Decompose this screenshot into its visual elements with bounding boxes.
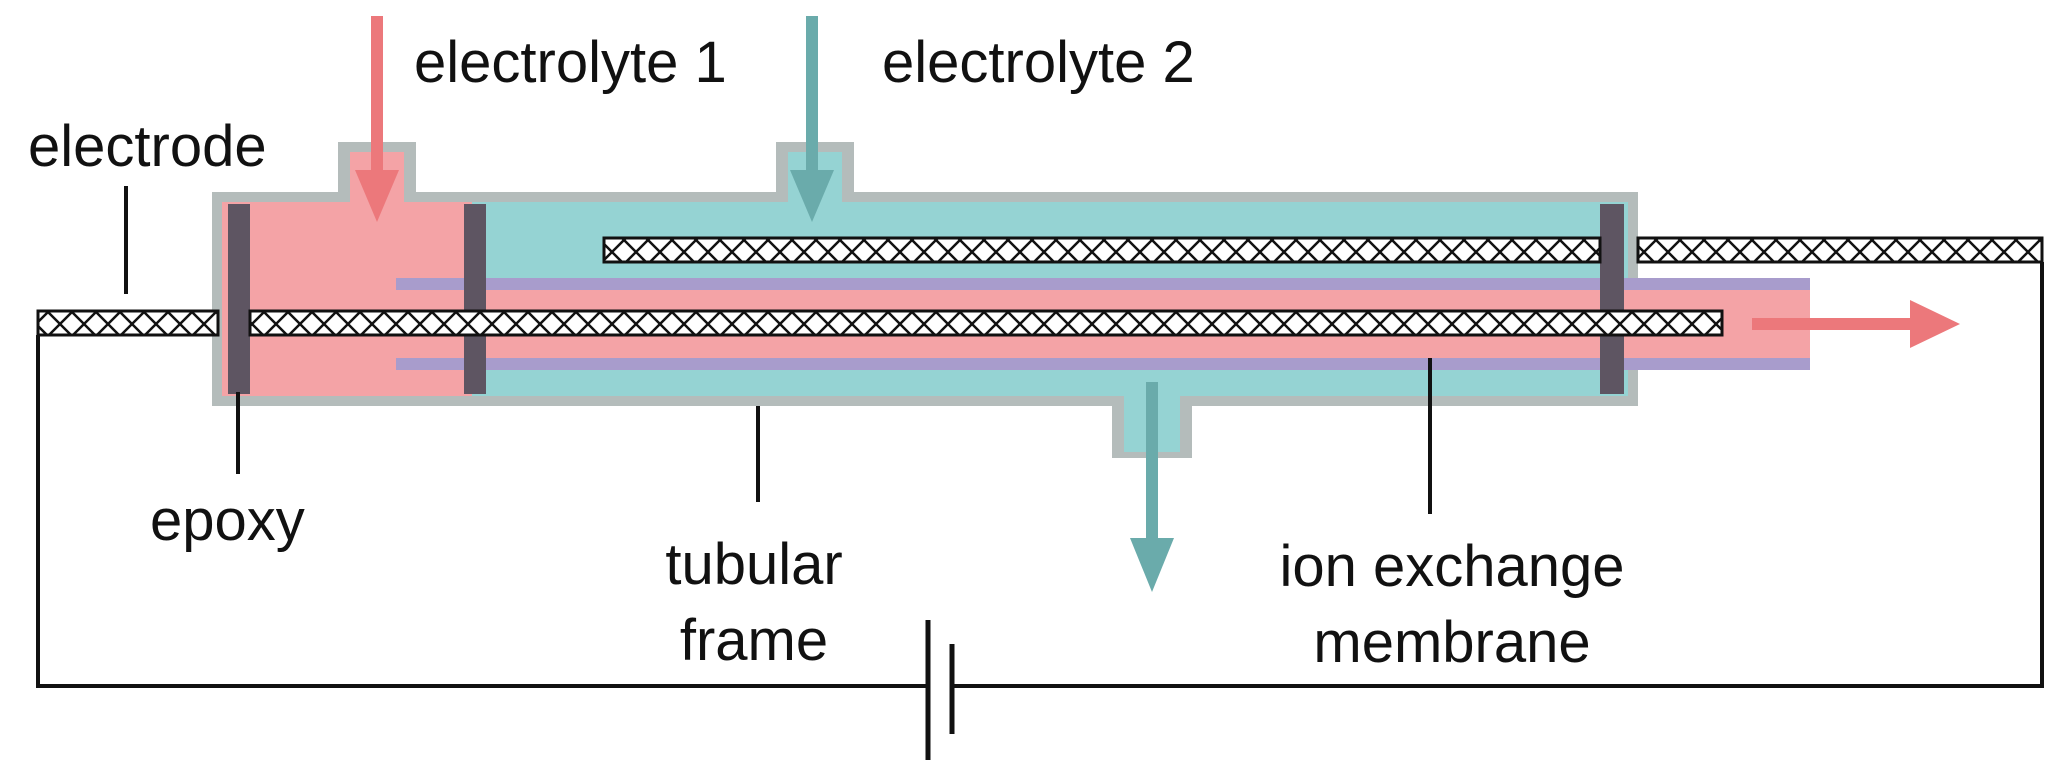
battery-icon (925, 620, 955, 760)
electrolyte-1-outlet-arrow (1752, 300, 1960, 348)
electrolyte-2-label: electrolyte 2 (882, 30, 1195, 95)
tubular-frame-label-line1: tubular (665, 532, 842, 597)
external-circuit (36, 262, 2044, 688)
electrode-label: electrode (28, 114, 267, 179)
epoxy-label: epoxy (150, 488, 305, 553)
electrode-2 (602, 236, 2044, 264)
epoxy-seals (228, 204, 1624, 394)
ion-exchange-membrane-label-line2: membrane (1313, 610, 1590, 675)
electrolyte-2-outlet-arrow (1130, 382, 1174, 592)
ion-exchange-membrane-label-line1: ion exchange (1279, 534, 1624, 599)
electrode-1 (36, 309, 1724, 337)
electrolyte-1-inlet-arrow (355, 16, 399, 222)
tubular-frame-label-line2: frame (680, 608, 828, 673)
electrolyte-2-inlet-arrow (790, 16, 834, 222)
electrolyte-1-label: electrolyte 1 (414, 30, 727, 95)
